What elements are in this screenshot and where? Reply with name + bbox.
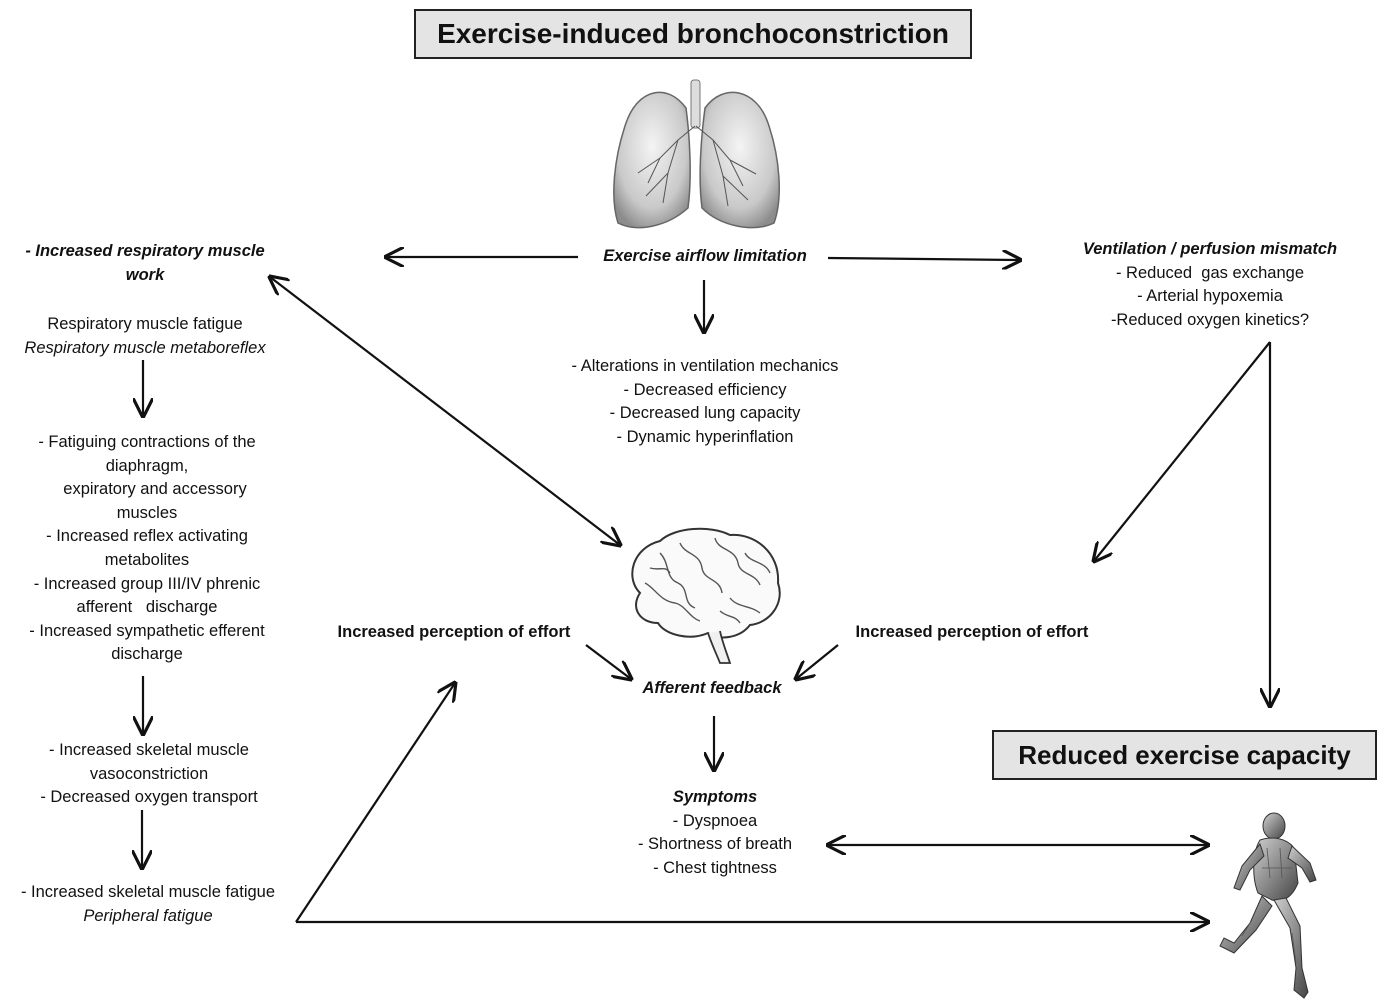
list-item: - Alterations in ventilation mechanics bbox=[571, 357, 839, 375]
vp-mismatch-block: Ventilation / perfusion mismatch - Reduc… bbox=[1060, 238, 1360, 332]
list-item: - Reduced gas exchange bbox=[1115, 263, 1305, 282]
list-item: - Dynamic hyperinflation bbox=[616, 427, 794, 446]
resp-work-line: work bbox=[125, 265, 165, 284]
list-item: metabolites bbox=[104, 550, 190, 569]
list-item: - Increased skeletal muscle bbox=[49, 741, 249, 759]
afferent-feedback-label: Afferent feedback bbox=[642, 679, 782, 697]
list-item: - Decreased lung capacity bbox=[609, 404, 801, 423]
skeletal-fatigue-block: - Increased skeletal muscle fatigue Peri… bbox=[0, 881, 296, 928]
vp-mismatch-title: Ventilation / perfusion mismatch bbox=[1082, 240, 1338, 258]
perception-left-label: Increased perception of effort bbox=[337, 623, 571, 641]
vaso-list: - Increased skeletal muscle vasoconstric… bbox=[4, 739, 294, 810]
list-item: diaphragm, bbox=[105, 456, 189, 475]
contractions-list: - Fatiguing contractions of the diaphrag… bbox=[2, 431, 292, 667]
peripheral-fatigue-label: Peripheral fatigue bbox=[83, 906, 213, 925]
resp-work-label: - Increased respiratory muscle work bbox=[0, 240, 290, 287]
list-item: - Increased sympathetic efferent bbox=[29, 621, 265, 640]
list-item: - Fatiguing contractions of the bbox=[38, 433, 256, 451]
list-item: - Decreased oxygen transport bbox=[40, 788, 258, 807]
runner-icon bbox=[1219, 812, 1317, 999]
arrow-peripheral-to-perception bbox=[295, 683, 455, 923]
list-item: - Dyspnoea bbox=[672, 811, 758, 830]
capacity-label: Reduced exercise capacity bbox=[1018, 740, 1351, 770]
perception-right-label: Increased perception of effort bbox=[855, 623, 1089, 641]
metaboreflex-label: Respiratory muscle metaboreflex bbox=[24, 338, 266, 357]
list-item: - Arterial hypoxemia bbox=[1137, 287, 1283, 306]
lungs-icon bbox=[613, 79, 780, 229]
list-item: muscles bbox=[116, 503, 178, 522]
capacity-box: Reduced exercise capacity bbox=[992, 730, 1377, 780]
brain-icon bbox=[631, 527, 781, 664]
resp-work-line: - Increased respiratory muscle bbox=[25, 242, 265, 260]
list-item: - Increased reflex activating bbox=[46, 527, 248, 546]
list-item: - Increased group III/IV phrenic bbox=[33, 574, 261, 593]
list-item: afferent discharge bbox=[76, 598, 218, 617]
skeletal-fatigue-label: - Increased skeletal muscle fatigue bbox=[20, 883, 276, 901]
list-item: -Reduced oxygen kinetics? bbox=[1110, 310, 1310, 329]
arrow-airflow-to-vp bbox=[827, 258, 1020, 260]
arrow-resp-work-brain bbox=[270, 277, 620, 545]
list-item: vasoconstriction bbox=[89, 764, 209, 783]
fatigue-label: Respiratory muscle fatigue bbox=[47, 315, 243, 333]
arrow-perception-left-to-afferent bbox=[585, 644, 631, 679]
arrow-perception-right-to-afferent bbox=[796, 644, 839, 679]
symptoms-title: Symptoms bbox=[672, 788, 758, 806]
list-item: - Decreased efficiency bbox=[623, 380, 787, 399]
title-box: Exercise-induced bronchoconstriction bbox=[414, 9, 972, 59]
list-item: - Shortness of breath bbox=[637, 835, 793, 854]
list-item: expiratory and accessory bbox=[63, 480, 247, 499]
symptoms-block: Symptoms - Dyspnoea - Shortness of breat… bbox=[600, 786, 830, 880]
diagram-title: Exercise-induced bronchoconstriction bbox=[437, 18, 949, 49]
fatigue-block: Respiratory muscle fatigue Respiratory m… bbox=[0, 313, 290, 360]
mechanics-list: - Alterations in ventilation mechanics -… bbox=[520, 355, 890, 449]
list-item: - Chest tightness bbox=[653, 858, 777, 877]
arrow-vp-to-capacity-diag bbox=[1094, 341, 1271, 561]
airflow-limitation-label: Exercise airflow limitation bbox=[603, 247, 807, 265]
list-item: discharge bbox=[111, 645, 183, 664]
